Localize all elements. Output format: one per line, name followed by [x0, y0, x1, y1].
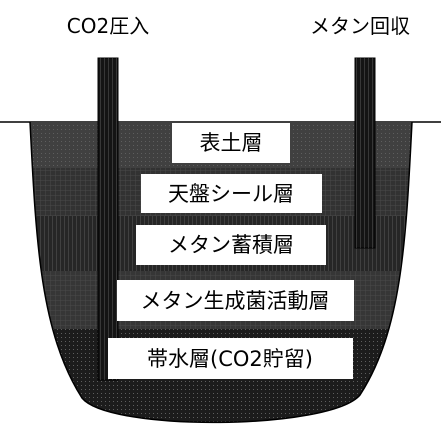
- layer-label-methanogen-activity-text: メタン生成菌活動層: [141, 289, 330, 313]
- layer-label-topsoil-text: 表土層: [200, 131, 263, 155]
- layer-label-methanogen-activity: メタン生成菌活動層: [117, 280, 354, 321]
- co2-injection-well: [97, 57, 119, 381]
- methane-recovery-well: [354, 57, 376, 249]
- layer-label-methane-storage: メタン蓄積層: [136, 225, 326, 265]
- co2-injection-label: CO2圧入: [67, 14, 149, 38]
- layer-label-methane-storage-text: メタン蓄積層: [168, 233, 294, 257]
- methane-recovery-label: メタン回収: [310, 14, 410, 38]
- layer-label-caprock: 天盤シール層: [141, 174, 322, 213]
- strata-bowl-outline: [29, 121, 413, 424]
- layer-label-aquifer: 帯水層(CO2貯留): [108, 338, 353, 379]
- layer-label-aquifer-text: 帯水層(CO2貯留): [147, 347, 313, 371]
- layer-label-topsoil: 表土層: [172, 123, 290, 163]
- layer-label-caprock-text: 天盤シール層: [168, 182, 294, 206]
